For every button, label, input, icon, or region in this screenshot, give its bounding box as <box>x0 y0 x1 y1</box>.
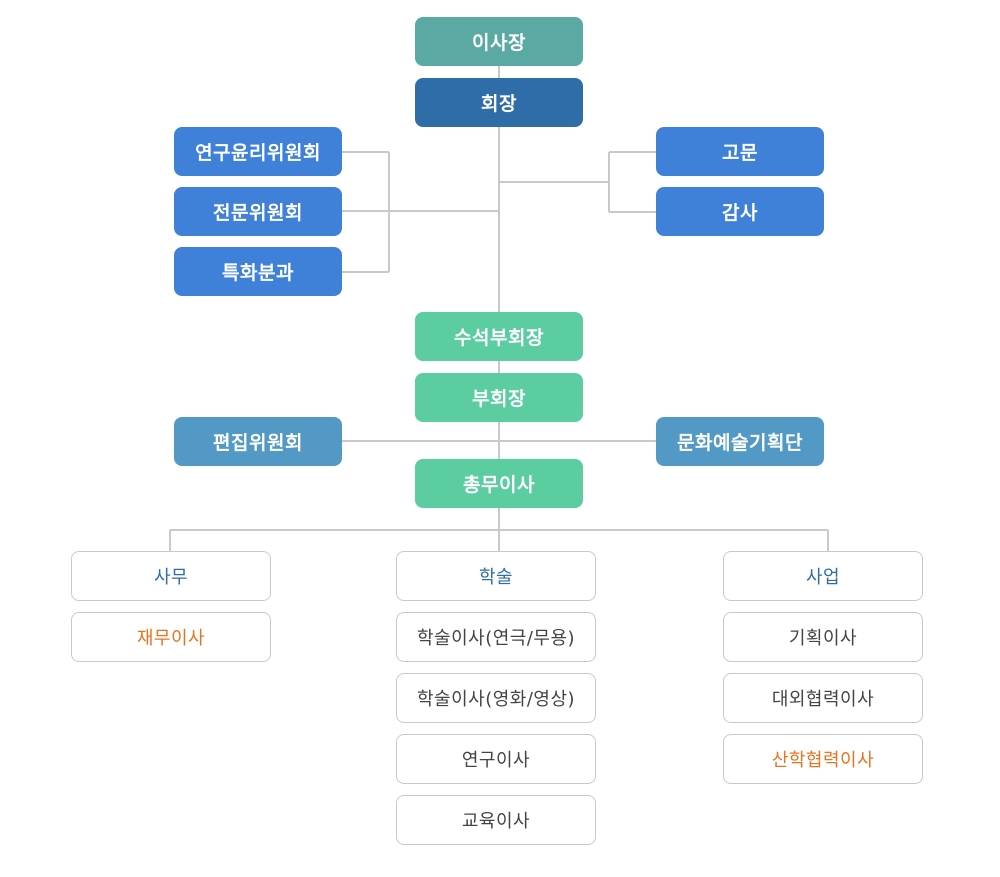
department-admin-member: 재무이사 <box>71 612 271 662</box>
department-academic-title: 학술 <box>396 551 596 601</box>
vice-president-box: 부회장 <box>415 373 583 422</box>
research-ethics-committee-box: 연구윤리위원회 <box>174 127 342 176</box>
department-business-member: 대외협력이사 <box>723 673 923 723</box>
secretary-general-box: 총무이사 <box>415 459 583 508</box>
department-academic-member: 학술이사(연극/무용) <box>396 612 596 662</box>
special-division-box: 특화분과 <box>174 247 342 296</box>
department-academic-member: 연구이사 <box>396 734 596 784</box>
culture-arts-planning-box: 문화예술기획단 <box>656 417 824 466</box>
department-academic-member: 학술이사(영화/영상) <box>396 673 596 723</box>
department-academic-member: 교육이사 <box>396 795 596 845</box>
editorial-committee-box: 편집위원회 <box>174 417 342 466</box>
chairman-box: 이사장 <box>415 17 583 66</box>
department-business-member: 기획이사 <box>723 612 923 662</box>
auditor-box: 감사 <box>656 187 824 236</box>
senior-vice-president-box: 수석부회장 <box>415 312 583 361</box>
advisor-box: 고문 <box>656 127 824 176</box>
expert-committee-box: 전문위원회 <box>174 187 342 236</box>
president-box: 회장 <box>415 78 583 127</box>
department-admin-title: 사무 <box>71 551 271 601</box>
department-business-member: 산학협력이사 <box>723 734 923 784</box>
department-business-title: 사업 <box>723 551 923 601</box>
